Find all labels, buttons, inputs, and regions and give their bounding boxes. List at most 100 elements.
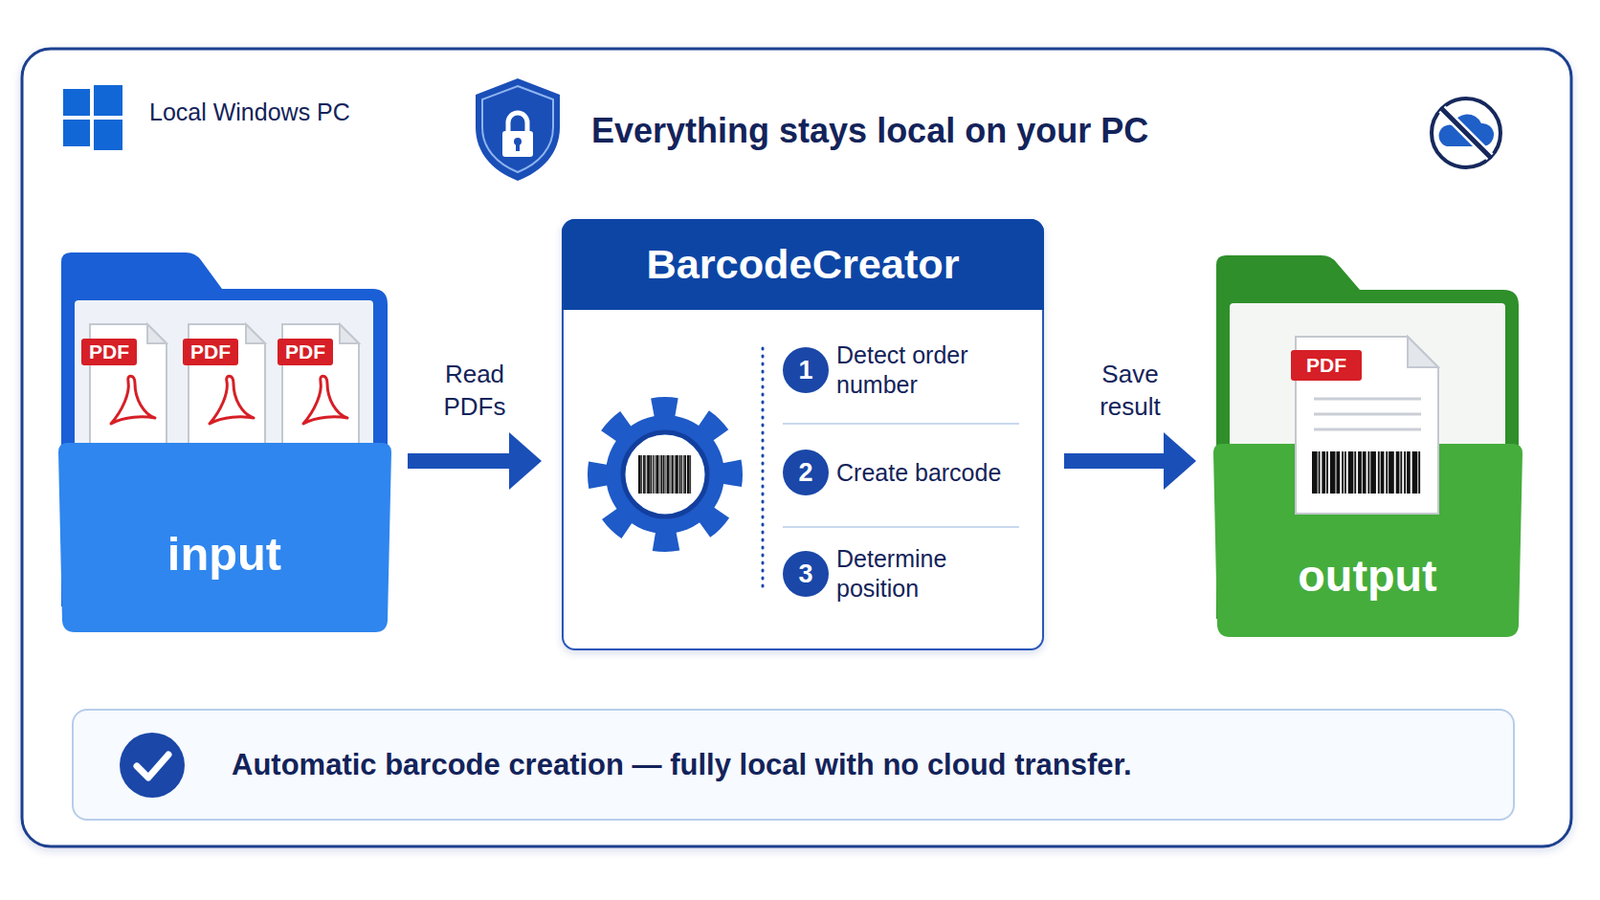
gear-barcode-icon [605, 415, 725, 534]
flow-arrow [1064, 432, 1197, 490]
windows-logo [63, 85, 123, 151]
step-text: Determine position [836, 544, 1009, 604]
gear-barcode-icon [669, 455, 672, 494]
platform-label: Local Windows PC [149, 96, 351, 128]
barcode-graphic [1377, 451, 1380, 494]
no-cloud-icon [1442, 109, 1490, 157]
barcode-graphic [1406, 451, 1411, 494]
windows-logo [63, 119, 90, 147]
barcode-graphic [1370, 451, 1377, 494]
barcode-graphic [1396, 451, 1400, 494]
barcode-graphic [1388, 451, 1395, 494]
step-text: Detect order number [836, 340, 1009, 400]
barcode-graphic [1403, 451, 1406, 494]
barcode-graphic [1311, 451, 1318, 494]
shield-lock-icon [508, 112, 528, 133]
node-text: BarcodeCreator [561, 219, 1045, 311]
step-badge: 2Create barcode [782, 449, 829, 496]
shield-lock-icon [475, 78, 560, 181]
flow-arrow [407, 432, 542, 490]
input-folder-graphic [58, 443, 392, 633]
edge-label: Save result [1082, 357, 1178, 423]
gear-barcode-icon [641, 455, 644, 494]
pdf-document-icons [147, 324, 167, 344]
barcode-graphic [1412, 451, 1419, 494]
pdf-document-icons [339, 324, 359, 344]
output-pdf-document [1313, 413, 1422, 417]
barcode-graphic [1418, 451, 1421, 494]
gear-barcode-icon [761, 348, 765, 594]
step-badge: 3Determine position [782, 551, 829, 598]
windows-logo [63, 88, 90, 116]
check-icon [136, 755, 169, 778]
gear-barcode-icon [689, 455, 692, 494]
pdf-document-icons [303, 376, 348, 424]
barcode-graphic [1321, 451, 1326, 494]
gear-barcode-icon [622, 432, 708, 517]
gear-barcode-icon [671, 455, 674, 494]
gear-barcode-icon [679, 455, 682, 494]
gear-barcode-icon [675, 455, 679, 494]
gear-barcode-icon [680, 455, 683, 494]
gear-barcode-icon [638, 455, 642, 494]
no-cloud-icon [1431, 98, 1501, 168]
step-text: Create barcode [836, 458, 1009, 489]
barcode-graphic [1311, 451, 1421, 494]
gear-barcode-icon [652, 455, 655, 494]
step-badge: 1Detect order number [782, 347, 829, 394]
gear-barcode-icon [638, 455, 691, 494]
file-type-tag: PDF [277, 338, 334, 366]
no-cloud-icon [1431, 98, 1501, 168]
barcode-graphic [1357, 451, 1362, 494]
edge-label: Read PDFs [426, 357, 523, 423]
gear-barcode-icon [586, 396, 744, 554]
barcode-graphic [1362, 451, 1367, 494]
gear-barcode-icon [687, 455, 690, 494]
step-number: 2 [782, 449, 829, 496]
gear-barcode-icon [666, 455, 670, 494]
step-number: 1 [782, 347, 829, 394]
barcode-graphic [1335, 451, 1340, 494]
gear-barcode-icon [782, 422, 1020, 425]
gear-barcode-icon [665, 455, 667, 494]
shield-lock-icon [515, 142, 520, 152]
barcode-graphic [1318, 451, 1321, 494]
barcode-graphic [1344, 451, 1347, 494]
no-cloud-icon [1442, 109, 1490, 157]
shield-lock-icon [475, 78, 560, 181]
arrow-shaft [1064, 453, 1166, 469]
gear-barcode-icon [660, 455, 663, 494]
outer-frame [22, 48, 1572, 847]
barcode-graphic [1354, 451, 1356, 494]
gear-barcode-icon [649, 455, 652, 494]
pdf-document-icons [111, 376, 156, 424]
barcode-graphic [1348, 451, 1355, 494]
output-pdf-document [1407, 336, 1439, 368]
barcode-graphic [1367, 451, 1370, 494]
check-icon [119, 733, 185, 799]
gear-barcode-icon [646, 455, 650, 494]
gear-barcode-icon [644, 455, 647, 494]
output-folder-graphic [1213, 255, 1523, 638]
shield-lock-icon [482, 86, 554, 173]
pdf-document-icons [245, 324, 266, 344]
barcode-graphic [1380, 451, 1385, 494]
barcode-graphic [1341, 451, 1344, 494]
process-box: BarcodeCreator 1Detect order number 2Creat… [561, 219, 1045, 651]
node-text: output [1216, 547, 1519, 605]
gear-barcode-icon [782, 526, 1020, 529]
arrow-shaft [407, 453, 512, 469]
gear-barcode-icon [684, 455, 687, 494]
arrow-head [1163, 432, 1197, 490]
note-box: Automatic barcode creation — fully local… [71, 709, 1515, 822]
windows-logo [93, 85, 123, 116]
folder-node: output [1216, 255, 1519, 638]
node-text: Automatic barcode creation — fully local… [231, 748, 1133, 783]
node-text: input [61, 525, 388, 583]
gear-barcode-icon [655, 455, 659, 494]
barcode-graphic [1326, 451, 1329, 494]
barcode-graphic [1330, 451, 1336, 494]
step-number: 3 [782, 551, 829, 598]
